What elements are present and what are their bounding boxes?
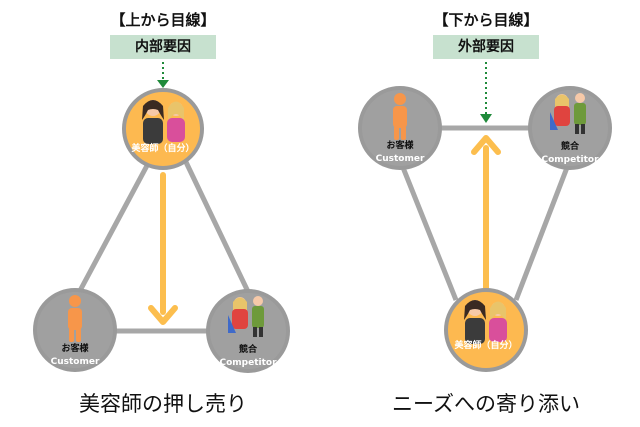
left-competitor-label-ja: 競合: [238, 345, 258, 355]
left-heading: 【上から目線】: [110, 11, 216, 29]
right-customer-label-ja: お客様: [386, 141, 414, 151]
right-competitor-label-ja: 競合: [560, 142, 580, 152]
left-orange-arrowhead-icon: [148, 305, 178, 325]
right-node-competitor: [528, 86, 612, 170]
right-customer-label-en: Customer: [375, 154, 425, 164]
right-heading: 【下から目線】: [433, 11, 539, 29]
left-self-label: 美容師（自分）: [131, 144, 195, 154]
competitor-illustration-icon: [228, 296, 264, 337]
left-node-self: [122, 88, 204, 170]
right-caption: ニーズへの寄り添い: [392, 392, 580, 416]
left-edge-self-competitor: [182, 158, 255, 302]
right-green-arrowhead-icon: [480, 114, 492, 123]
left-caption: 美容師の押し売り: [79, 392, 247, 416]
customer-person-icon: [393, 93, 407, 140]
hairdressers-illustration-icon: [142, 100, 185, 144]
right-self-label: 美容師（自分）: [454, 341, 518, 351]
left-competitor-label-en: Competitor: [219, 358, 277, 368]
right-edge-customer-self: [399, 164, 459, 301]
right-edge-competitor-self: [513, 164, 571, 301]
right-node-self: [444, 288, 528, 372]
competitor-illustration-icon: [550, 93, 586, 134]
customer-person-icon: [68, 295, 82, 342]
right-competitor-label-en: Competitor: [541, 155, 599, 165]
right-factor-label: 外部要因: [433, 35, 539, 59]
left-customer-label-en: Customer: [50, 357, 100, 367]
left-factor-label: 内部要因: [110, 35, 216, 59]
right-node-customer: [358, 86, 442, 170]
left-green-arrowhead-icon: [157, 80, 169, 88]
left-node-customer: [33, 288, 117, 372]
hairdressers-illustration-icon: [464, 300, 507, 344]
left-customer-label-ja: お客様: [61, 344, 89, 354]
left-node-competitor: [206, 289, 290, 373]
right-orange-arrowhead-icon: [471, 135, 501, 155]
left-edge-self-customer: [72, 158, 153, 302]
